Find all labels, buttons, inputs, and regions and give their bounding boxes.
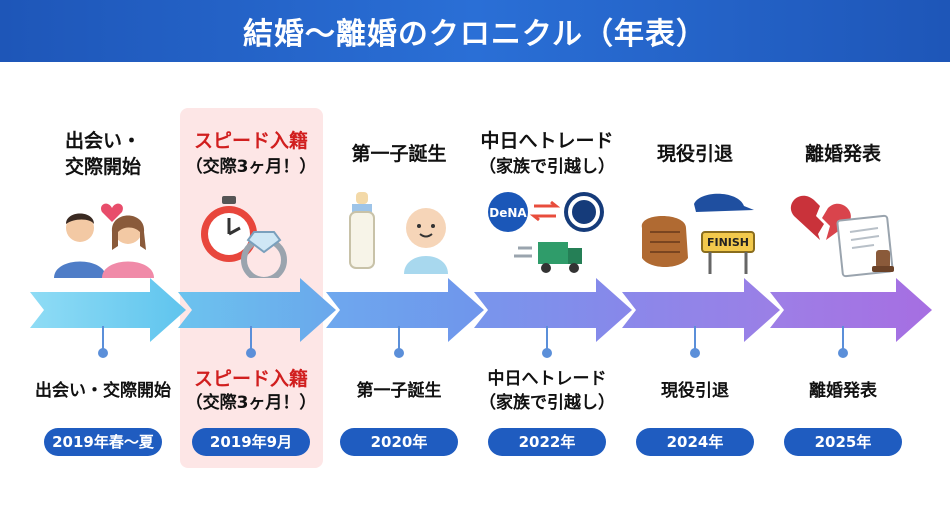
broken-heart-document-icon [790, 195, 894, 278]
date-badge: 2022年 [488, 428, 606, 456]
date-badge: 2019年9月 [192, 428, 310, 456]
event-top-label: 出会い・ 交際開始 [28, 124, 178, 184]
event-bottom-title: 離婚発表 [809, 381, 877, 401]
timeline-dot [838, 348, 848, 358]
event-top-title: スピード入籍 [193, 130, 308, 152]
timeline-arrow-5 [622, 278, 780, 342]
event-bottom-label: 第一子誕生 [324, 366, 474, 416]
dena-logo: DeNA [489, 206, 527, 220]
baby-bottle-icon [349, 192, 448, 274]
event-bottom-sub: （交際3ヶ月！） [185, 393, 317, 413]
event-top-sub: 交際開始 [64, 156, 141, 178]
event-top-title: 第一子誕生 [351, 143, 447, 165]
timeline-stem [546, 326, 548, 352]
timeline-arrow-6 [770, 278, 932, 342]
page-title: 結婚〜離婚のクロニクル（年表） [242, 17, 708, 52]
date-badge: 2020年 [340, 428, 458, 456]
timeline-arrow-2 [178, 278, 336, 342]
event-top-label: 中日へトレード （家族で引越し） [472, 124, 622, 184]
event-bottom-label: 中日へトレード （家族で引越し） [472, 366, 622, 416]
date-badge: 2024年 [636, 428, 754, 456]
timeline-dot [690, 348, 700, 358]
event-top-title: 現役引退 [656, 143, 733, 165]
event-top-label: 現役引退 [620, 124, 770, 184]
event-bottom-label: 離婚発表 [768, 366, 918, 416]
event-top-sub: （交際3ヶ月！） [185, 157, 317, 177]
finish-sign-text: FINISH [707, 236, 749, 249]
timeline-dot [246, 348, 256, 358]
event-bottom-sub: （家族で引越し） [479, 393, 615, 413]
highlight-panel [180, 108, 323, 468]
glove-cap-finish-icon: FINISH [641, 193, 755, 274]
event-top-title: 出会い・ [64, 130, 141, 152]
event-bottom-title: 第一子誕生 [356, 381, 442, 401]
event-bottom-label: 現役引退 [620, 366, 770, 416]
event-top-title: 中日へトレード [480, 130, 614, 152]
timeline-arrows [30, 278, 932, 342]
timeline-arrow-3 [326, 278, 484, 342]
event-bottom-label: スピード入籍 （交際3ヶ月！） [176, 366, 326, 416]
couple-icon [54, 203, 154, 278]
timeline-stem [842, 326, 844, 352]
timeline-dot [98, 348, 108, 358]
event-top-label: 第一子誕生 [324, 124, 474, 184]
header-bar: 結婚〜離婚のクロニクル（年表） [0, 0, 950, 62]
timeline-arrow-4 [474, 278, 632, 342]
event-bottom-title: スピード入籍 [193, 368, 308, 390]
event-bottom-title: 現役引退 [661, 381, 729, 401]
timeline-stem [102, 326, 104, 352]
event-top-label: 離婚発表 [768, 124, 918, 184]
event-top-title: 離婚発表 [804, 143, 881, 165]
event-bottom-title: 中日へトレード [487, 369, 607, 389]
date-badge: 2025年 [784, 428, 902, 456]
timeline-dot [394, 348, 404, 358]
timeline-stem [694, 326, 696, 352]
event-top-label: スピード入籍 （交際3ヶ月！） [176, 124, 326, 184]
stopwatch-ring-icon [201, 196, 287, 278]
event-bottom-label: 出会い・交際開始 [28, 366, 178, 416]
timeline-arrow-1 [30, 278, 186, 342]
trade-move-icon: DeNA [488, 192, 604, 273]
timeline-stem [398, 326, 400, 352]
event-top-sub: （家族で引越し） [479, 157, 615, 177]
date-badge: 2019年春〜夏 [44, 428, 162, 456]
event-bottom-title: 出会い・交際開始 [35, 381, 171, 401]
timeline-stem [250, 326, 252, 352]
timeline-dot [542, 348, 552, 358]
